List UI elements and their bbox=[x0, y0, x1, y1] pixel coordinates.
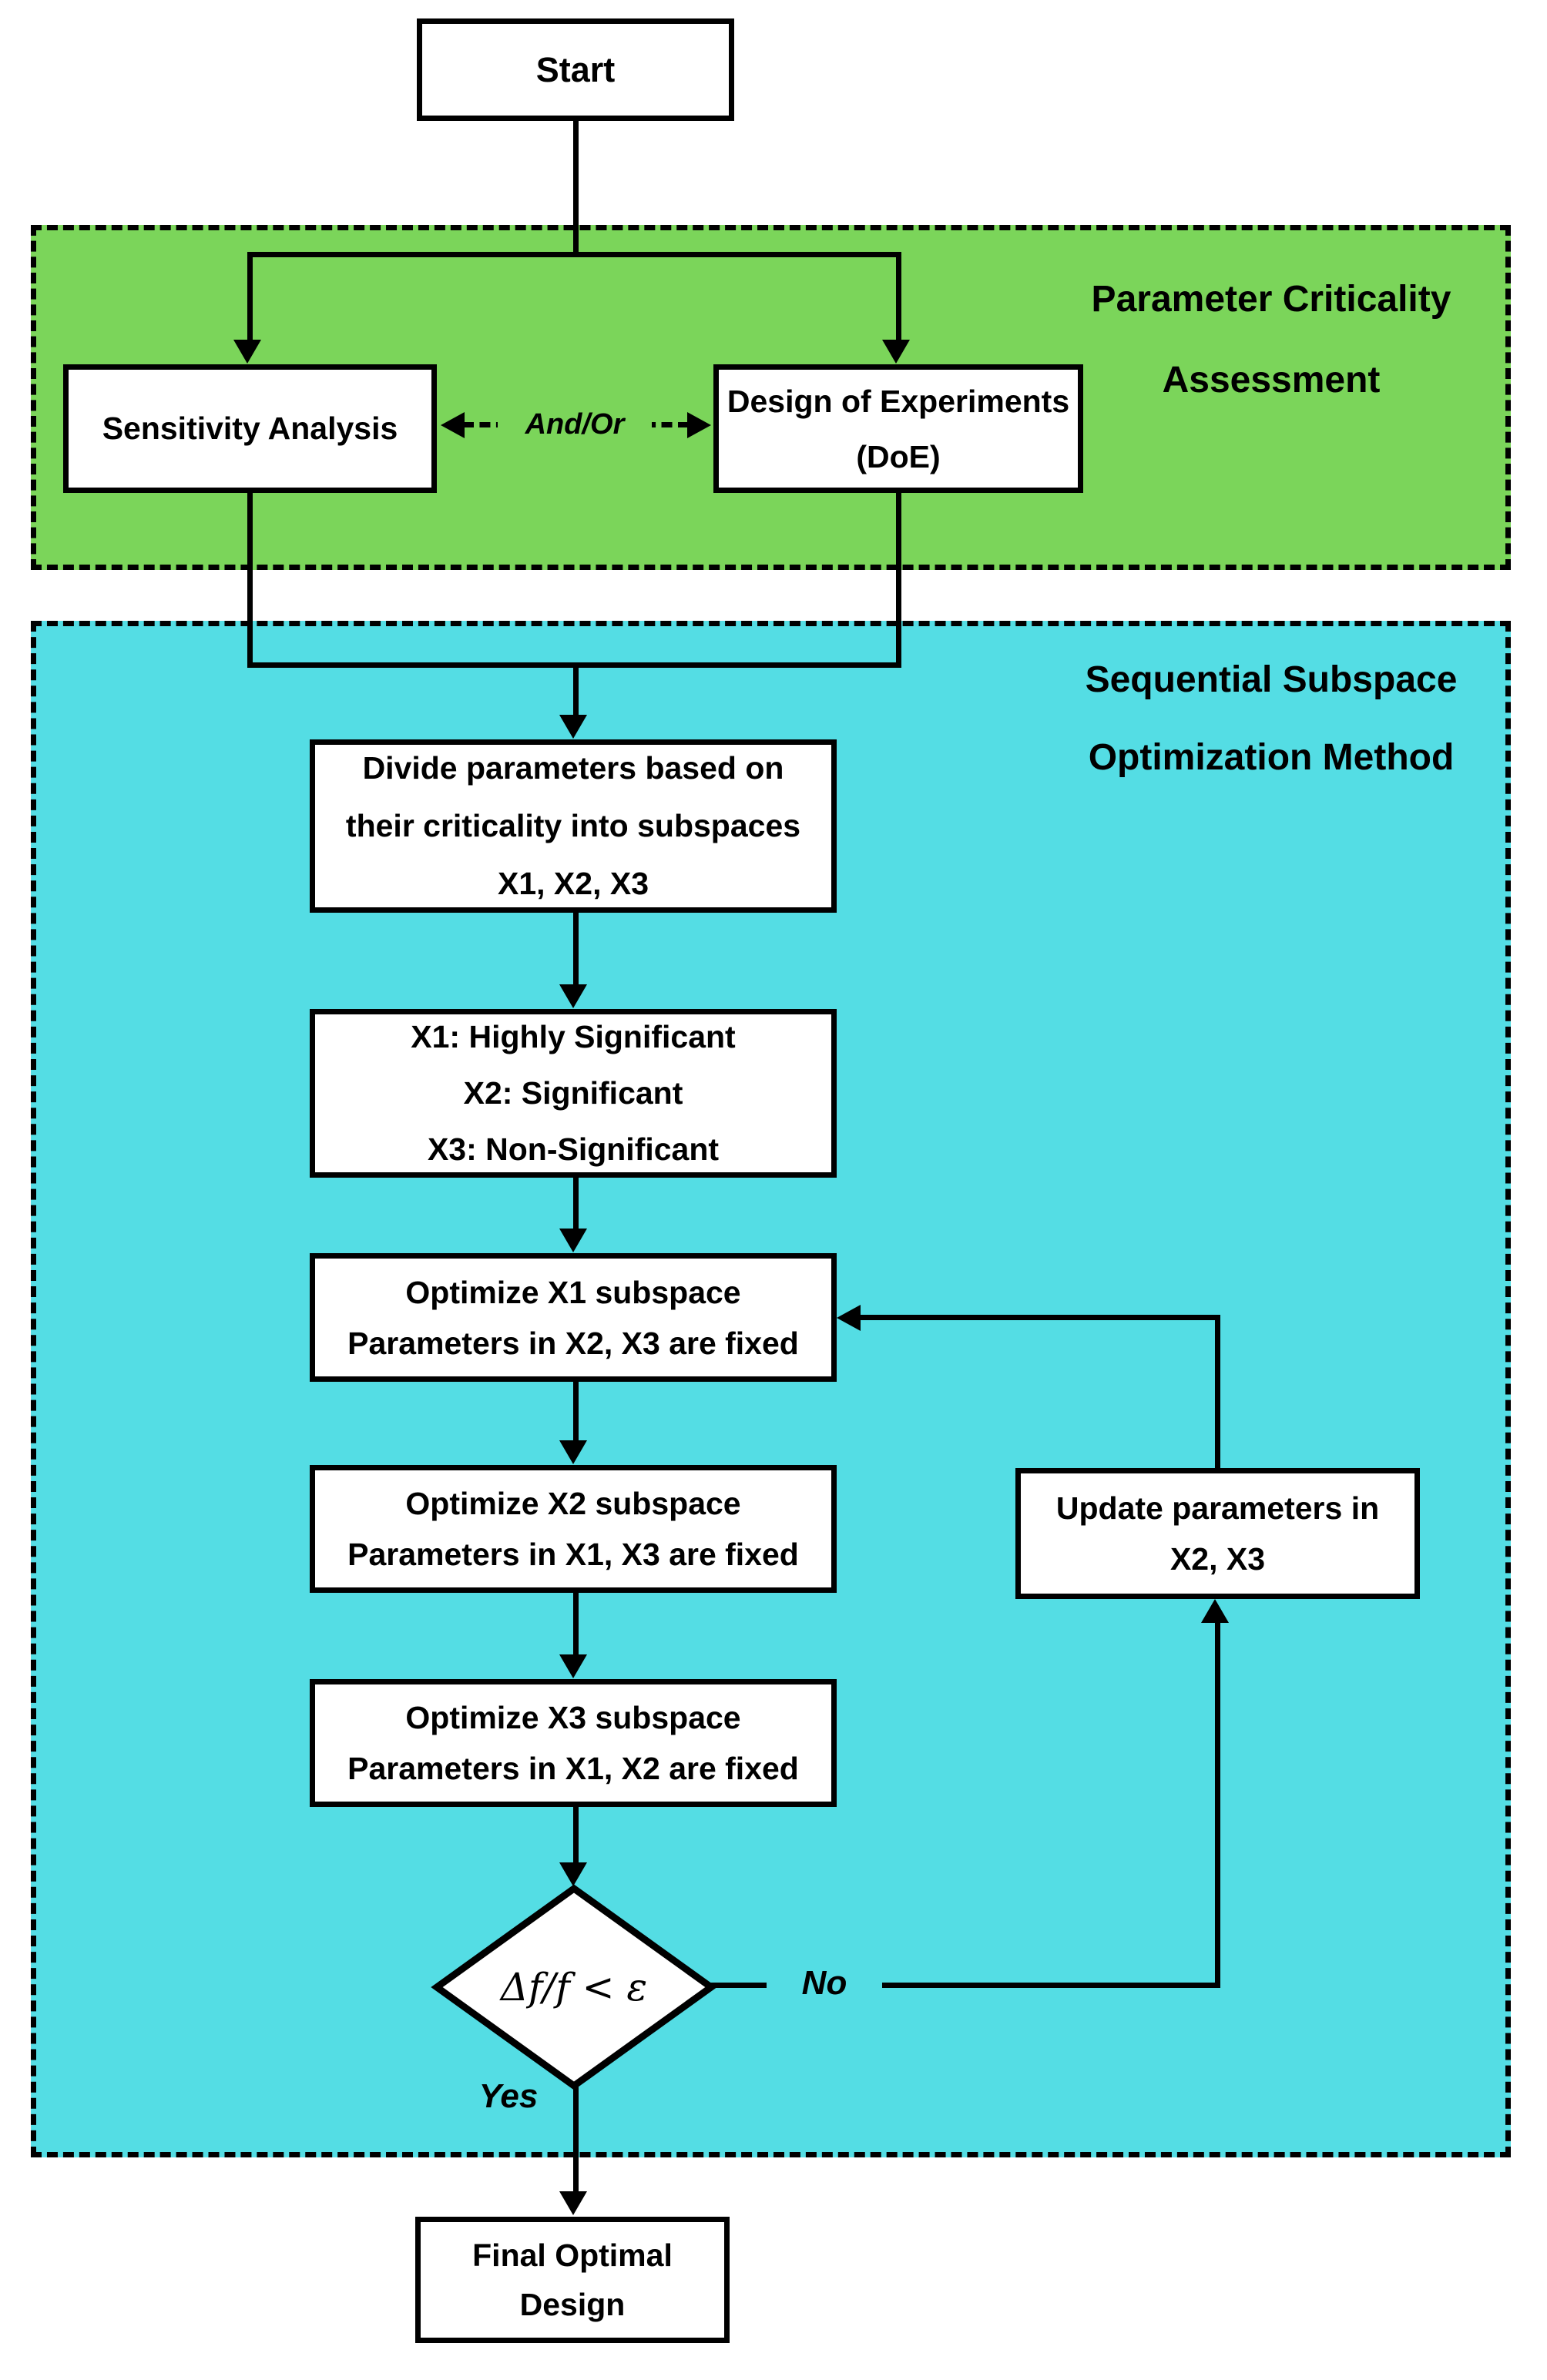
region-title-line: Sequential Subspace bbox=[1085, 659, 1458, 700]
node-line: Final Optimal bbox=[472, 2238, 673, 2273]
edge-no-vertical bbox=[1215, 1622, 1220, 1988]
edge-divide-to-significance bbox=[573, 913, 579, 986]
node-line: Start bbox=[535, 49, 616, 89]
edge-opt3-to-decision bbox=[573, 1807, 579, 1864]
region-title-line: Assessment bbox=[1162, 360, 1381, 401]
arrowhead-into-final bbox=[559, 2191, 587, 2215]
node-significance-legend: X1: Highly Significant X2: Significant X… bbox=[310, 1009, 837, 1178]
arrowhead-into-decision bbox=[559, 1862, 587, 1886]
arrowhead-into-opt1 bbox=[559, 1229, 587, 1252]
arrowhead-into-doe bbox=[882, 340, 910, 364]
node-line: Design bbox=[519, 2287, 626, 2322]
region-title-ssom: Sequential Subspace Optimization Method bbox=[1032, 641, 1510, 796]
node-line: Parameters in X1, X2 are fixed bbox=[347, 1751, 799, 1786]
node-line: X2, X3 bbox=[1169, 1541, 1266, 1577]
arrowhead-into-opt2 bbox=[559, 1440, 587, 1464]
node-line: Design of Experiments bbox=[727, 383, 1070, 419]
edge-significance-to-opt1 bbox=[573, 1178, 579, 1230]
node-start: Start bbox=[417, 18, 734, 121]
node-line: Optimize X2 subspace bbox=[405, 1486, 741, 1521]
edge-doe-drop bbox=[896, 493, 901, 668]
node-optimize-x2: Optimize X2 subspace Parameters in X1, X… bbox=[310, 1465, 837, 1593]
node-final-optimal-design: Final Optimal Design bbox=[415, 2217, 730, 2343]
edge-update-up bbox=[1215, 1317, 1220, 1468]
arrowhead-into-opt1-right bbox=[837, 1305, 861, 1331]
region-title-line: Parameter Criticality bbox=[1091, 279, 1451, 320]
edge-no-horizontal bbox=[710, 1983, 1220, 1988]
node-divide-parameters: Divide parameters based on their critica… bbox=[310, 739, 837, 913]
node-line: Update parameters in bbox=[1055, 1490, 1380, 1526]
edge-label-and-or: And/Or bbox=[498, 403, 652, 446]
node-line: Sensitivity Analysis bbox=[102, 411, 398, 446]
edge-split-to-sensitivity bbox=[247, 252, 253, 340]
node-line: X2: Significant bbox=[463, 1075, 683, 1111]
node-line: Optimize X3 subspace bbox=[405, 1700, 741, 1735]
arrowhead-andor-left bbox=[441, 412, 465, 438]
node-update-parameters: Update parameters in X2, X3 bbox=[1015, 1468, 1420, 1599]
arrowhead-into-divide bbox=[559, 715, 587, 739]
edge-start-to-split bbox=[573, 121, 579, 257]
arrowhead-andor-right bbox=[687, 412, 711, 438]
node-line: X1, X2, X3 bbox=[497, 866, 649, 901]
edge-yes-vertical bbox=[573, 2086, 579, 2192]
arrowhead-into-sensitivity bbox=[233, 340, 261, 364]
edge-loop-horizontal bbox=[858, 1315, 1220, 1320]
edge-opt1-to-opt2 bbox=[573, 1382, 579, 1442]
node-optimize-x3: Optimize X3 subspace Parameters in X1, X… bbox=[310, 1679, 837, 1807]
edge-sensitivity-drop bbox=[247, 493, 253, 668]
decision-condition: Δf/f < ε bbox=[500, 1965, 648, 2010]
edge-opt2-to-opt3 bbox=[573, 1593, 579, 1656]
edge-merge-to-divide bbox=[573, 662, 579, 716]
arrowhead-into-opt3 bbox=[559, 1654, 587, 1678]
node-line: their criticality into subspaces bbox=[345, 808, 801, 843]
node-line: (DoE) bbox=[856, 438, 941, 474]
edge-split-horizontal bbox=[247, 252, 901, 257]
edge-label-yes: Yes bbox=[478, 2077, 539, 2115]
node-optimize-x1: Optimize X1 subspace Parameters in X2, X… bbox=[310, 1253, 837, 1382]
edge-split-to-doe bbox=[896, 252, 901, 340]
decision-diamond bbox=[430, 1882, 718, 2093]
node-line: Optimize X1 subspace bbox=[405, 1274, 741, 1310]
node-line: X1: Highly Significant bbox=[411, 1019, 736, 1054]
arrowhead-into-significance bbox=[559, 984, 587, 1008]
node-line: Parameters in X2, X3 are fixed bbox=[347, 1325, 799, 1361]
node-sensitivity-analysis: Sensitivity Analysis bbox=[63, 364, 437, 493]
decision-diamond-shape bbox=[431, 1884, 717, 2090]
edge-label-no: No bbox=[767, 1962, 882, 2005]
node-line: X3: Non-Significant bbox=[427, 1131, 720, 1167]
node-design-of-experiments: Design of Experiments (DoE) bbox=[713, 364, 1083, 493]
arrowhead-into-update bbox=[1201, 1599, 1229, 1623]
region-title-line: Optimization Method bbox=[1088, 737, 1455, 778]
node-line: Parameters in X1, X3 are fixed bbox=[347, 1537, 799, 1572]
region-title-parameter-criticality: Parameter Criticality Assessment bbox=[1032, 259, 1510, 421]
node-line: Divide parameters based on bbox=[362, 750, 784, 786]
